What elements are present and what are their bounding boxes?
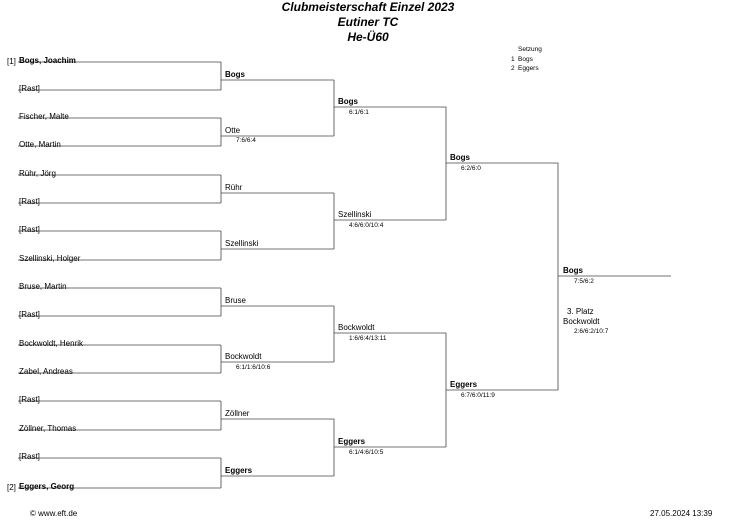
player-entry: Bogs, Joachim	[19, 56, 76, 65]
player-entry: Zöllner, Thomas	[19, 424, 77, 433]
player-entry: [Rast]	[19, 310, 40, 319]
match-winner: Otte	[225, 126, 241, 135]
champion-name: Bogs	[563, 266, 583, 275]
match-winner: Bogs	[225, 70, 245, 79]
footer-timestamp: 27.05.2024 13:39	[650, 509, 713, 518]
third-place-name: Bockwoldt	[563, 317, 600, 326]
match-winner: Eggers	[225, 466, 253, 475]
match-winner: Bockwoldt	[225, 352, 262, 361]
player-entry: Szellinski, Holger	[19, 254, 81, 263]
match-winner: Bogs	[450, 153, 470, 162]
match-score: 6:1/6:1	[349, 109, 369, 116]
footer-copyright: © www.eft.de	[30, 509, 78, 518]
player-entry: Rühr, Jörg	[19, 169, 56, 178]
match-winner: Eggers	[450, 380, 478, 389]
match-winner: Rühr	[225, 183, 243, 192]
player-entry: Otte, Martin	[19, 140, 61, 149]
match-score: 6:7/6:0/11:9	[461, 392, 495, 399]
seeding-rank-1: 1	[511, 56, 515, 63]
third-place-score: 2:6/6:2/10:7	[574, 328, 609, 335]
player-entry: [Rast]	[19, 197, 40, 206]
player-entry: Zabel, Andreas	[19, 367, 73, 376]
category-name: He-Ü60	[347, 30, 389, 44]
seed-marker: [1]	[7, 57, 16, 66]
player-entry: Eggers, Georg	[19, 482, 75, 491]
match-winner: Szellinski	[338, 210, 372, 219]
match-score: 7:6/6:4	[236, 137, 256, 144]
match-winner: Eggers	[338, 437, 366, 446]
player-entry: [Rast]	[19, 225, 40, 234]
seeding-label: Setzung	[518, 46, 542, 53]
match-winner: Bogs	[338, 97, 358, 106]
player-entry: Fischer, Malte	[19, 112, 69, 121]
third-place-label: 3. Platz	[567, 307, 594, 316]
match-winner: Bockwoldt	[338, 323, 375, 332]
player-entry: Bockwoldt, Henrik	[19, 339, 84, 348]
seeding-name-1: Bogs	[518, 56, 533, 63]
club-name: Eutiner TC	[337, 15, 399, 29]
match-score: 6:1/4:6/10:5	[349, 449, 384, 456]
seeding-rank-2: 2	[511, 65, 515, 72]
final-score: 7:5/6:2	[574, 278, 594, 285]
player-entry: [Rast]	[19, 84, 40, 93]
match-score: 6:2/6:0	[461, 165, 481, 172]
match-winner: Zöllner	[225, 409, 250, 418]
match-winner: Szellinski	[225, 239, 259, 248]
match-score: 1:6/6:4/13:11	[349, 335, 387, 342]
page-title: Clubmeisterschaft Einzel 2023	[281, 0, 455, 14]
player-entry: [Rast]	[19, 452, 40, 461]
player-entry: [Rast]	[19, 395, 40, 404]
seeding-name-2: Eggers	[518, 65, 539, 72]
match-score: 6:1/1:6/10:6	[236, 364, 271, 371]
match-score: 4:6/6:0/10:4	[349, 222, 384, 229]
player-entry: Bruse, Martin	[19, 282, 67, 291]
seed-marker: [2]	[7, 483, 16, 492]
match-winner: Bruse	[225, 296, 246, 305]
